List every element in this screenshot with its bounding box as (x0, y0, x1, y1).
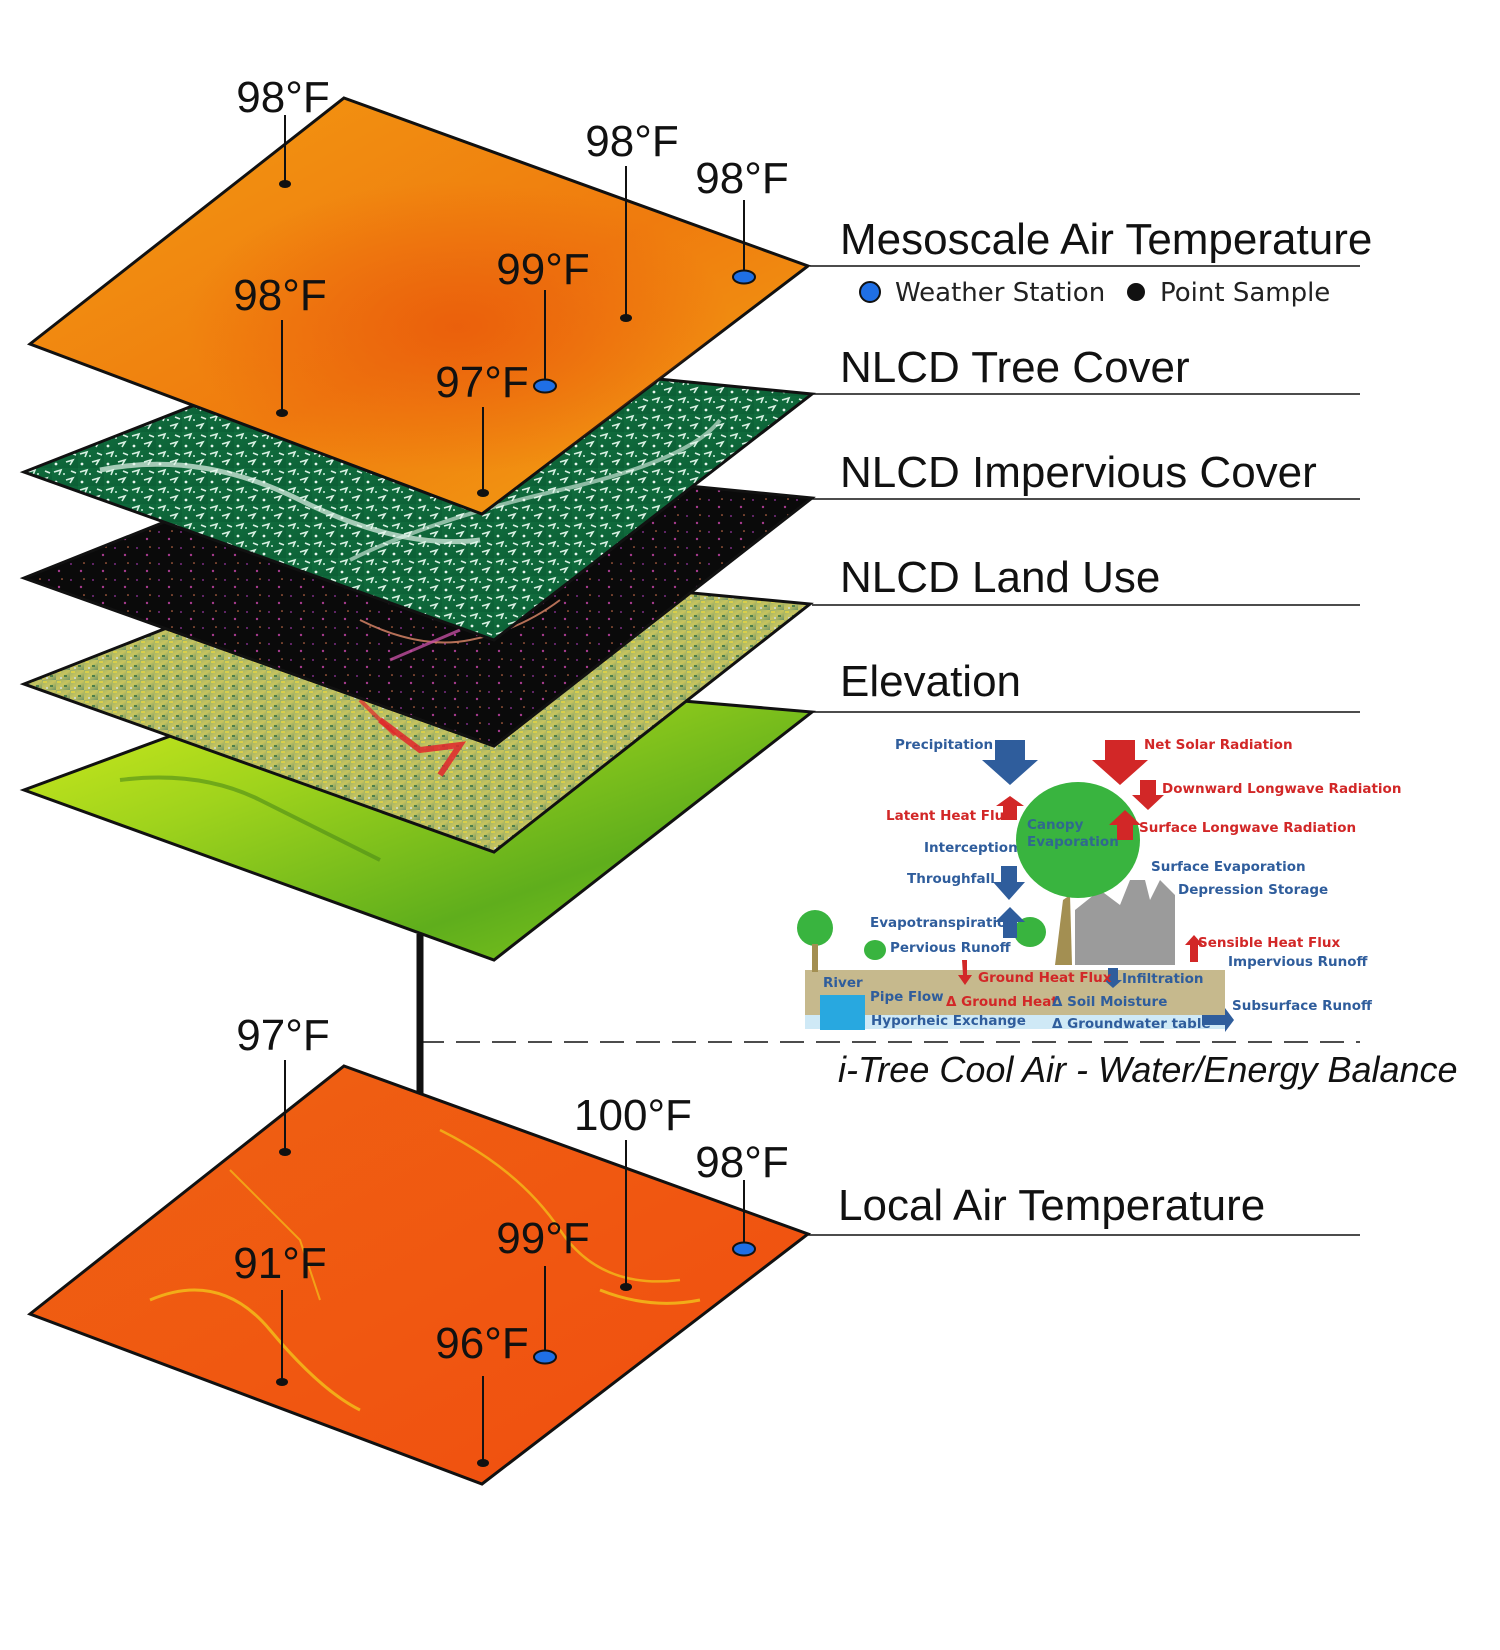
proc-delta-ground-heat: Δ Ground Heat (946, 994, 1058, 1010)
net-solar-arrow (1092, 740, 1148, 785)
meso-temp: 99°F (496, 245, 589, 294)
throughfall-arrow (993, 866, 1025, 900)
meso-temp: 97°F (435, 358, 528, 407)
large-tree-canopy (1016, 782, 1140, 898)
subsurface-runoff-arrow (1202, 1008, 1234, 1032)
point-sample-marker (620, 1283, 632, 1291)
local-markers (276, 1148, 756, 1467)
proc-sensible-heat: Sensible Heat Flux (1198, 935, 1340, 951)
label-land-use: NLCD Land Use (840, 553, 1160, 602)
proc-depression-storage: Depression Storage (1178, 882, 1328, 898)
proc-precipitation: Precipitation (895, 737, 993, 753)
proc-throughfall: Throughfall (907, 871, 995, 887)
proc-infiltration: Infiltration (1122, 971, 1203, 987)
local-temp: 97°F (236, 1011, 329, 1060)
proc-river: River (823, 975, 863, 991)
proc-evaporation: Evaporation (1027, 834, 1119, 850)
label-elevation: Elevation (840, 657, 1021, 706)
point-sample-legend-icon (1127, 283, 1145, 301)
proc-pipe-flow: Pipe Flow (870, 989, 944, 1005)
groundwater-band (805, 1015, 1225, 1029)
weather-station-marker (533, 1349, 557, 1365)
proc-delta-soil-moisture: Δ Soil Moisture (1052, 994, 1167, 1010)
proc-canopy: Canopy (1027, 817, 1084, 833)
evapotranspiration-arrow (995, 907, 1025, 938)
proc-delta-groundwater: Δ Groundwater table (1052, 1016, 1211, 1032)
local-temp: 99°F (496, 1214, 589, 1263)
local-temp: 91°F (233, 1239, 326, 1288)
proc-surface-longwave: Surface Longwave Radiation (1139, 820, 1356, 836)
point-sample-marker (279, 180, 291, 188)
weather-station-marker (533, 378, 557, 394)
legend-weather-station: Weather Station (895, 278, 1105, 308)
precipitation-arrow (982, 740, 1038, 785)
point-sample-marker (477, 1459, 489, 1467)
layer-mesoscale (26, 96, 812, 516)
proc-subsurface-runoff: Subsurface Runoff (1232, 998, 1373, 1014)
local-temp: 96°F (435, 1319, 528, 1368)
small-tree (797, 910, 833, 946)
layer-tree-cover (19, 346, 816, 642)
proc-interception: Interception (924, 840, 1018, 856)
label-local: Local Air Temperature (838, 1181, 1265, 1230)
infiltration-arrow (1104, 968, 1122, 988)
mesoscale-temp-labels: 98°F 98°F 98°F 98°F 99°F 97°F (233, 73, 788, 407)
proc-net-solar: Net Solar Radiation (1144, 737, 1293, 753)
label-mesoscale: Mesoscale Air Temperature (840, 215, 1372, 264)
layer-local-air-temperature (26, 1064, 812, 1486)
meso-temp: 98°F (585, 117, 678, 166)
mesoscale-markers (276, 180, 756, 497)
small-tree (1014, 917, 1046, 947)
weather-station-marker (732, 1241, 756, 1257)
proc-downward-longwave: Downward Longwave Radiation (1162, 781, 1401, 797)
surface-longwave-arrow (1109, 810, 1141, 840)
label-tree-cover: NLCD Tree Cover (840, 343, 1190, 392)
point-sample-marker (276, 1378, 288, 1386)
proc-evapotranspiration: Evapotranspiration (870, 915, 1016, 931)
legend: Weather Station Point Sample (859, 278, 1330, 308)
point-sample-marker (276, 409, 288, 417)
local-temp: 100°F (574, 1091, 692, 1140)
buildings (1075, 880, 1175, 965)
small-tree (864, 940, 886, 960)
label-impervious: NLCD Impervious Cover (840, 448, 1317, 497)
downward-longwave-arrow (1132, 780, 1164, 810)
soil-block (805, 970, 1225, 1015)
label-leader-lines (808, 265, 1360, 1236)
meso-temp: 98°F (695, 154, 788, 203)
ground-heat-arrow (958, 960, 972, 985)
proc-pervious-runoff: Pervious Runoff (890, 940, 1012, 956)
proc-impervious-runoff: Impervious Runoff (1228, 954, 1369, 970)
local-pins (281, 1060, 745, 1463)
local-temp: 98°F (695, 1138, 788, 1187)
weather-station-marker (732, 269, 756, 285)
river-water (820, 995, 865, 1030)
proc-hyporheic: Hyporheic Exchange (871, 1013, 1026, 1029)
meso-temp: 98°F (236, 73, 329, 122)
mesoscale-pins (281, 115, 745, 493)
local-temp-labels: 97°F 100°F 98°F 91°F 99°F 96°F (233, 1011, 788, 1368)
proc-latent-heat: Latent Heat Flux (886, 808, 1013, 824)
model-title: i-Tree Cool Air - Water/Energy Balance (838, 1049, 1458, 1090)
latent-heat-arrow (996, 796, 1024, 820)
meso-temp: 98°F (233, 271, 326, 320)
point-sample-marker (279, 1148, 291, 1156)
proc-ground-heat-flux: Ground Heat Flux (978, 970, 1112, 986)
proc-surface-evaporation: Surface Evaporation (1151, 859, 1306, 875)
point-sample-marker (620, 314, 632, 322)
sensible-heat-arrow (1185, 935, 1203, 962)
weather-station-legend-icon (859, 281, 881, 303)
legend-point-sample: Point Sample (1160, 278, 1330, 308)
point-sample-marker (477, 489, 489, 497)
water-energy-balance-diagram: Precipitation Net Solar Radiation Downwa… (797, 737, 1401, 1032)
tree-trunk (1055, 895, 1072, 965)
